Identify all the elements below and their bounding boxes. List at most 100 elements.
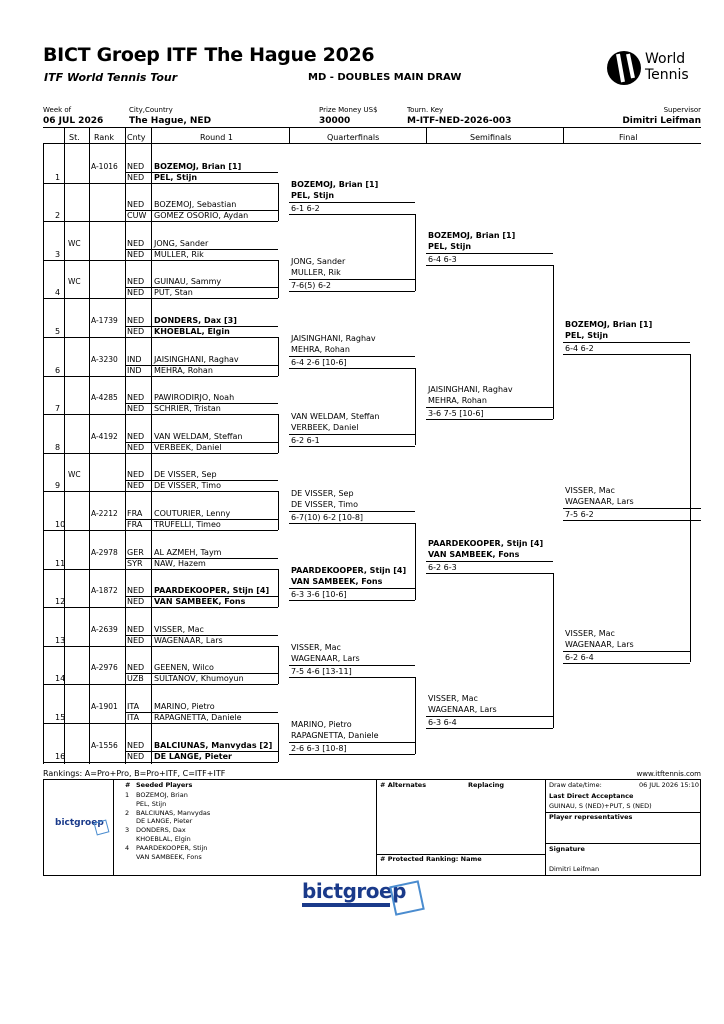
champion-line	[563, 520, 701, 522]
entry-rank: A-4192	[91, 431, 118, 441]
draw-position: 13	[55, 635, 66, 645]
qf-score: 6-4 2-6 [10-6]	[291, 358, 347, 368]
seed-player: BALCIUNAS, Manvydas	[136, 808, 211, 817]
entry-country: FRA	[127, 509, 143, 518]
entry-midline	[125, 171, 278, 173]
entry-baseline	[43, 530, 278, 531]
bracket-connector	[415, 213, 416, 292]
qf-player: PAARDEKOOPER, Stijn [4]	[291, 565, 407, 575]
entry-midline	[125, 287, 278, 289]
website-link[interactable]: www.itftennis.com	[636, 770, 701, 778]
draw-position: 11	[55, 558, 66, 568]
qf-score: 2-6 6-3 [10-8]	[291, 744, 347, 754]
seed-number: 2	[125, 808, 130, 817]
col-final: Final	[619, 133, 638, 142]
qf-score: 6-3 3-6 [10-6]	[291, 589, 347, 599]
round-midline	[289, 665, 415, 667]
entry-country: NED	[127, 404, 145, 414]
entry-rank: A-3230	[91, 354, 118, 364]
entry-country: NED	[127, 172, 145, 182]
round-line	[289, 445, 415, 447]
entry-status: WC	[68, 238, 81, 248]
qf-player: JAISINGHANI, Raghav	[291, 334, 376, 344]
round-line	[289, 599, 415, 601]
entry-player: WAGENAAR, Lars	[154, 635, 223, 645]
bracket-connector	[278, 491, 279, 530]
sponsor-badge-large-icon	[389, 880, 425, 916]
entry-country: NED	[127, 635, 145, 645]
bracket-connector	[415, 368, 416, 446]
entry-midline	[125, 673, 278, 675]
round-line	[289, 677, 415, 679]
seed-player: BOZEMOJ, Brian	[136, 791, 188, 799]
signature-name: Dimitri Leifman	[549, 865, 600, 873]
signature-label: Signature	[549, 845, 585, 853]
round-midline	[289, 201, 415, 203]
seeded-hash: #	[125, 781, 131, 789]
entry-midline	[125, 519, 278, 520]
fin-score: 6-2 6-4	[565, 652, 594, 662]
entry-midline	[125, 634, 278, 636]
entry-baseline	[43, 452, 278, 454]
entry-country: NED	[127, 393, 145, 403]
supervisor-label: Supervisor	[663, 106, 701, 114]
champion-player: VISSER, Mac	[565, 486, 615, 496]
qf-player: RAPAGNETTA, Daniele	[291, 731, 379, 741]
draw-position: 8	[55, 442, 61, 452]
entry-rank: A-1901	[91, 702, 118, 711]
prize-value: 30000	[319, 116, 351, 126]
grid-line	[64, 144, 65, 764]
entry-rank: A-4285	[91, 393, 118, 403]
entry-country: NED	[127, 249, 145, 259]
bracket-connector	[553, 264, 554, 419]
sf-player: WAGENAAR, Lars	[428, 704, 497, 714]
sf-player: BOZEMOJ, Brian [1]	[428, 230, 516, 240]
qf-player: MARINO, Pietro	[291, 720, 352, 730]
entry-rank: A-1739	[91, 316, 118, 325]
draw-position: 5	[55, 327, 61, 336]
entry-country: NED	[127, 431, 145, 441]
qf-score: 6-2 6-1	[291, 435, 320, 445]
city-value: The Hague, NED	[129, 116, 212, 126]
entry-player: BOZEMOJ, Sebastian	[154, 200, 237, 210]
round-line	[289, 368, 415, 370]
footer-box	[43, 779, 701, 876]
logo-text-world: World	[645, 51, 686, 67]
entry-country: FRA	[127, 520, 143, 529]
bracket-connector	[415, 522, 416, 600]
fin-player: PEL, Stijn	[565, 330, 609, 340]
entry-country: NED	[127, 481, 145, 491]
world-tennis-logo-icon	[607, 51, 641, 85]
replacing-title: Replacing	[468, 781, 505, 789]
draw-position: 2	[55, 211, 61, 221]
entry-baseline	[43, 414, 278, 416]
round-line	[289, 522, 415, 524]
round-line	[426, 727, 553, 729]
player-reps-label: Player representatives	[549, 813, 633, 821]
fin-player: BOZEMOJ, Brian [1]	[565, 319, 653, 329]
entry-midline	[125, 441, 278, 443]
sf-player: PAARDEKOOPER, Stijn [4]	[428, 539, 544, 549]
entry-baseline	[43, 337, 278, 338]
round-line	[289, 291, 415, 293]
entry-player: DE VISSER, Timo	[154, 481, 221, 491]
entry-country: SYR	[127, 558, 143, 568]
entry-player: DE VISSER, Sep	[154, 470, 217, 480]
supervisor-value: Dimitri Leifman	[622, 116, 701, 126]
entry-midline	[125, 326, 278, 327]
draw-position: 10	[55, 520, 66, 529]
entry-player: COUTURIER, Lenny	[154, 509, 231, 518]
world-tennis-logo: World Tennis	[606, 48, 710, 88]
key-label: Tourn. Key	[407, 106, 444, 114]
logo-text-tennis: Tennis	[645, 67, 689, 83]
round-line	[289, 754, 415, 756]
rankings-legend: Rankings: A=Pro+Pro, B=Pro+ITF, C=ITF+IT…	[43, 769, 226, 778]
entry-rank: A-1556	[91, 740, 118, 750]
bracket-connector	[278, 414, 279, 453]
entry-country: NED	[127, 327, 145, 336]
entry-baseline	[43, 607, 278, 609]
draw-position: 4	[55, 288, 61, 298]
round-line	[563, 353, 690, 355]
entry-baseline	[43, 298, 278, 300]
last-da-value: GUINAU, S (NED)+PUT, S (NED)	[549, 802, 652, 810]
